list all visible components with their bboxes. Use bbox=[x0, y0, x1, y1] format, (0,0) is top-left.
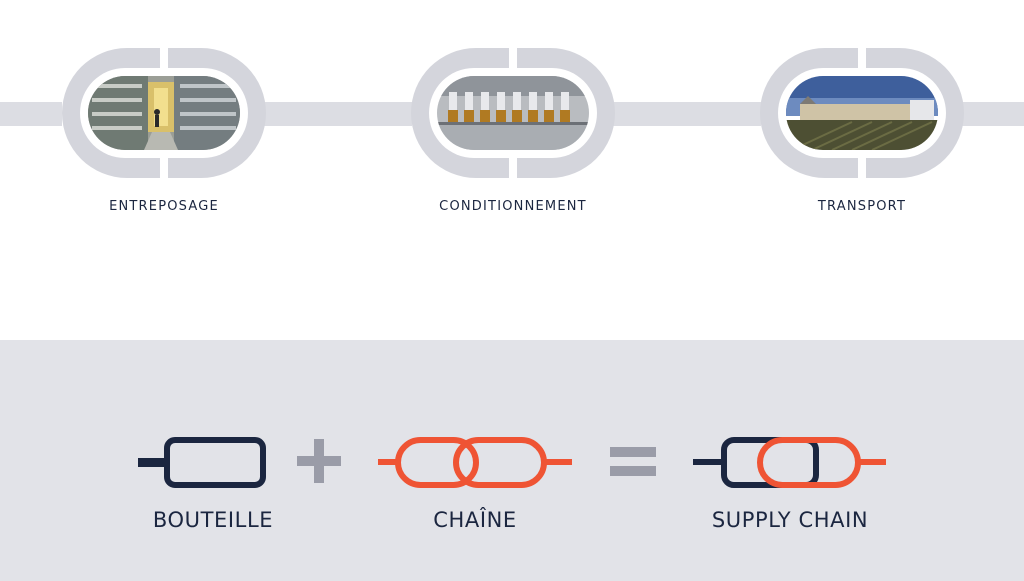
step-label: TRANSPORT bbox=[817, 199, 907, 214]
chain-rail-1-2 bbox=[262, 102, 412, 126]
chain-label: CHAÎNE bbox=[433, 508, 517, 532]
warehouse-aisle-photo bbox=[88, 76, 240, 150]
bottle-label: BOUTEILLE bbox=[152, 508, 274, 532]
equation-section bbox=[0, 340, 1024, 581]
chain-link-icon bbox=[378, 437, 572, 488]
step-label: CONDITIONNEMENT bbox=[439, 199, 587, 214]
chain-rail-left bbox=[0, 102, 62, 126]
vineyard-chateau-truck-photo bbox=[786, 76, 938, 150]
chain-link-frame bbox=[760, 40, 964, 186]
bottle-neck bbox=[138, 458, 168, 467]
process-section: ENTREPOSAGE bbox=[0, 0, 1024, 240]
step-label: ENTREPOSAGE bbox=[109, 199, 219, 214]
step-transport: TRANSPORT bbox=[712, 0, 1012, 240]
supply-chain-icon bbox=[693, 437, 886, 488]
chain-link-frame bbox=[62, 40, 266, 186]
step-entreposage: ENTREPOSAGE bbox=[14, 0, 314, 240]
step-conditionnement: CONDITIONNEMENT bbox=[363, 0, 663, 240]
supply-chain-label: SUPPLY CHAIN bbox=[711, 508, 869, 532]
chain-rail-2-3 bbox=[611, 102, 761, 126]
equals-icon bbox=[610, 447, 656, 476]
chain-link-frame bbox=[411, 40, 615, 186]
bottling-line-photo bbox=[437, 76, 589, 150]
chain-rail-right bbox=[962, 102, 1024, 126]
plus-icon bbox=[297, 439, 341, 483]
